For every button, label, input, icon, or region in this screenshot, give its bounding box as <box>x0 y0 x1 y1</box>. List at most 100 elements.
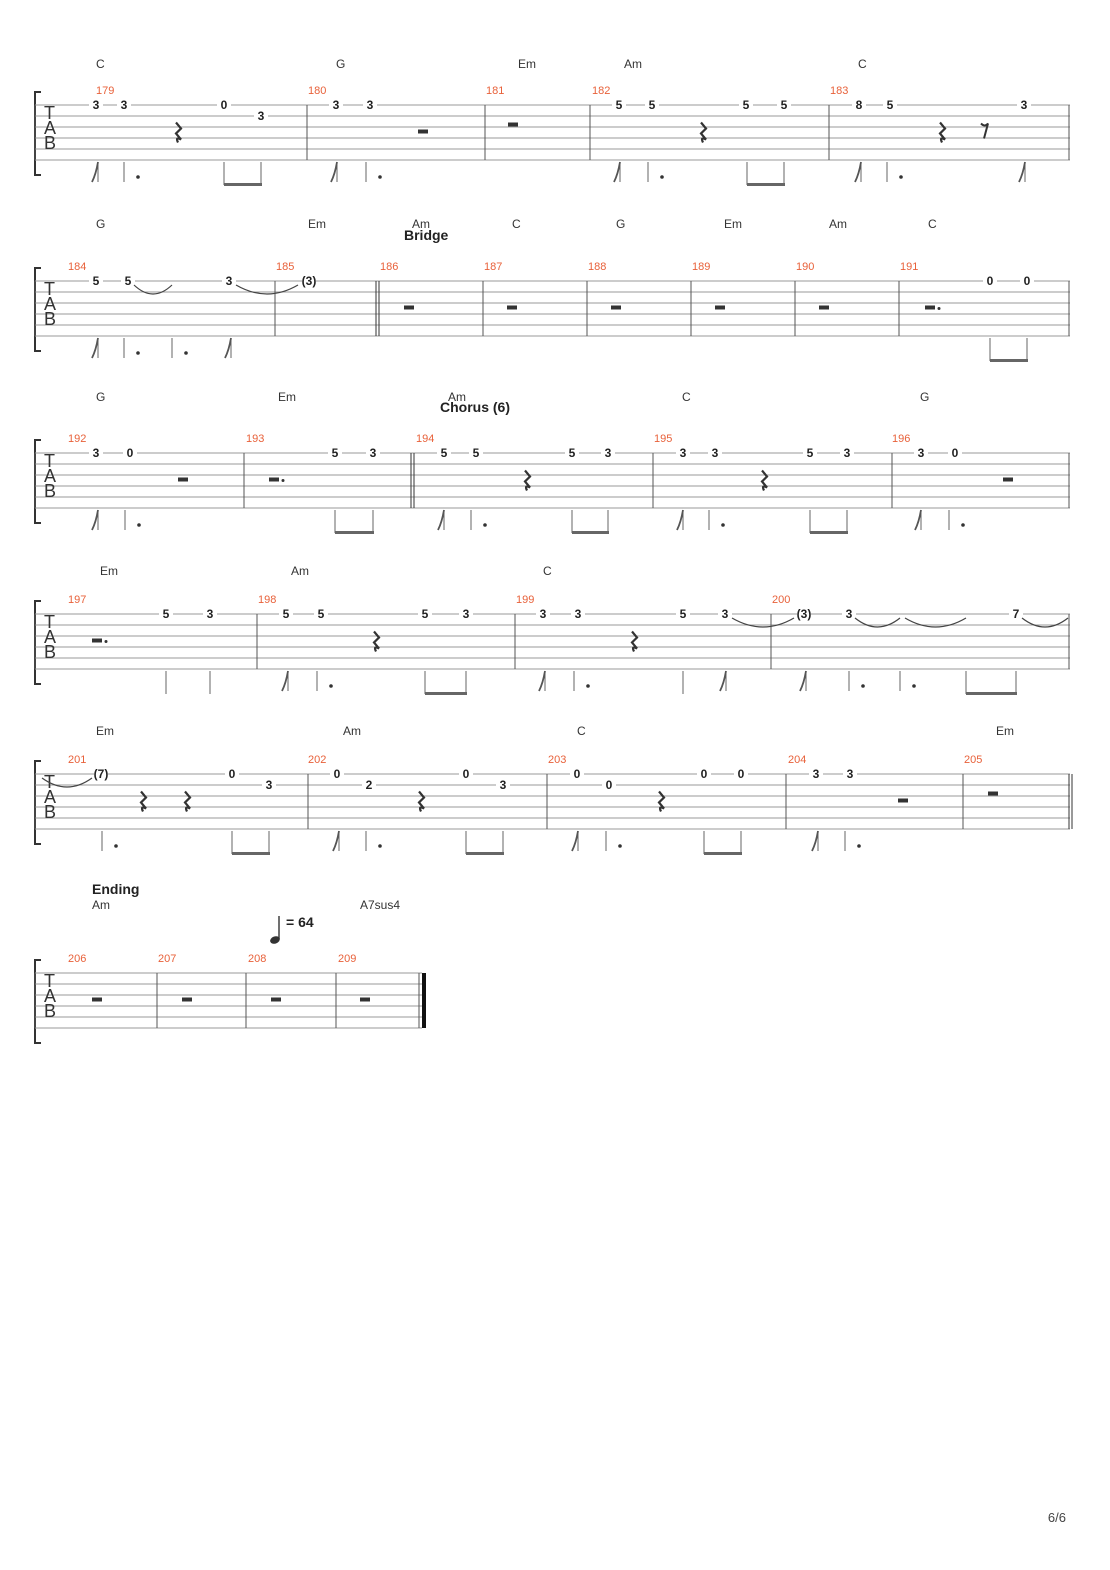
tab-clef-letter: T <box>44 103 55 123</box>
system-bracket <box>34 267 41 352</box>
fret-number: 3 <box>722 607 729 621</box>
fret-backing <box>697 768 711 781</box>
fret-backing <box>123 447 137 460</box>
measure-number: 198 <box>258 594 276 606</box>
measure-number: 195 <box>654 433 672 445</box>
measure-number: 187 <box>484 261 502 273</box>
fret-number: 5 <box>422 607 429 621</box>
half-rest <box>360 997 370 1002</box>
half-rest <box>178 477 188 482</box>
fret-number: 3 <box>847 767 854 781</box>
measure-number: 197 <box>68 594 86 606</box>
fret-number: 3 <box>813 767 820 781</box>
fret-backing <box>948 447 962 460</box>
quarter-rest <box>174 121 183 143</box>
note-flag <box>91 161 99 183</box>
fret-number: 5 <box>93 274 100 288</box>
chord-name: Am <box>448 390 466 404</box>
measure-number: 186 <box>380 261 398 273</box>
fret-backing <box>418 608 432 621</box>
system-bracket <box>34 760 41 845</box>
whole-rest <box>988 791 998 796</box>
measure-number: 182 <box>592 85 610 97</box>
note-flag <box>538 670 546 692</box>
duration-dot <box>912 684 916 688</box>
tab-clef-letter: T <box>44 451 55 471</box>
tab-clef-letter: A <box>44 787 56 807</box>
section-label: Chorus (6) <box>440 399 510 415</box>
half-rest <box>507 305 517 310</box>
measure-number: 194 <box>416 433 434 445</box>
fret-backing <box>366 447 380 460</box>
half-rest <box>611 305 621 310</box>
fret-number: 3 <box>463 607 470 621</box>
fret-backing <box>469 447 483 460</box>
fret-number: 0 <box>574 767 581 781</box>
fret-number: 5 <box>781 98 788 112</box>
fret-number: 5 <box>743 98 750 112</box>
fret-backing <box>329 99 343 112</box>
duration-dot <box>618 844 622 848</box>
fret-number: 0 <box>738 767 745 781</box>
chord-name: Am <box>624 57 642 71</box>
tab-system: TAB <box>34 760 1073 855</box>
tab-clef-letter: T <box>44 612 55 632</box>
fret-backing <box>536 608 550 621</box>
duration-dot <box>136 351 140 355</box>
tab-clef-letter: T <box>44 279 55 299</box>
fret-number: 0 <box>463 767 470 781</box>
fret-number: 3 <box>93 98 100 112</box>
fret-backing <box>708 447 722 460</box>
measure-number: 191 <box>900 261 918 273</box>
note-flag <box>281 670 289 692</box>
chord-name: C <box>543 564 552 578</box>
note-flag <box>811 830 819 852</box>
duration-dot <box>184 351 188 355</box>
fret-number: 0 <box>952 446 959 460</box>
note-beam <box>232 852 270 855</box>
fret-number: 0 <box>987 274 994 288</box>
chord-name: G <box>920 390 929 404</box>
fret-backing <box>1009 608 1023 621</box>
tab-clef-letter: T <box>44 971 55 991</box>
chord-name: Em <box>100 564 118 578</box>
chord-name: C <box>512 217 521 231</box>
section-label: Ending <box>92 881 139 897</box>
tempo-marking: = 64 <box>286 914 314 930</box>
chord-name: Em <box>724 217 742 231</box>
fret-backing <box>602 779 616 792</box>
tab-clef-letter: A <box>44 466 56 486</box>
fret-number: 0 <box>701 767 708 781</box>
rest-dot <box>104 640 108 643</box>
fret-backing <box>279 608 293 621</box>
note-beam <box>224 183 262 186</box>
half-rest <box>925 305 935 310</box>
note-beam <box>966 692 1017 695</box>
fret-backing <box>983 275 997 288</box>
chord-name: Em <box>278 390 296 404</box>
chord-name: A7sus4 <box>360 898 400 912</box>
note-flag <box>854 161 862 183</box>
chord-name: Am <box>343 724 361 738</box>
quarter-note-icon <box>270 936 280 944</box>
note-beam <box>572 531 609 534</box>
tab-clef-letter: B <box>44 481 56 501</box>
measure-number: 209 <box>338 953 356 965</box>
rest-dot <box>937 307 941 310</box>
fret-number: 5 <box>680 607 687 621</box>
chord-name: C <box>682 390 691 404</box>
chord-name: G <box>96 217 105 231</box>
fret-backing <box>159 608 173 621</box>
fret-number: 5 <box>569 446 576 460</box>
note-flag <box>437 509 445 531</box>
duration-dot <box>899 175 903 179</box>
note-flag <box>799 670 807 692</box>
fret-number: 5 <box>616 98 623 112</box>
rest-dot <box>281 479 285 482</box>
tie-arc <box>133 284 173 295</box>
section-label: Bridge <box>404 227 449 243</box>
measure-number: 199 <box>516 594 534 606</box>
chord-name: C <box>928 217 937 231</box>
chord-name: C <box>577 724 586 738</box>
